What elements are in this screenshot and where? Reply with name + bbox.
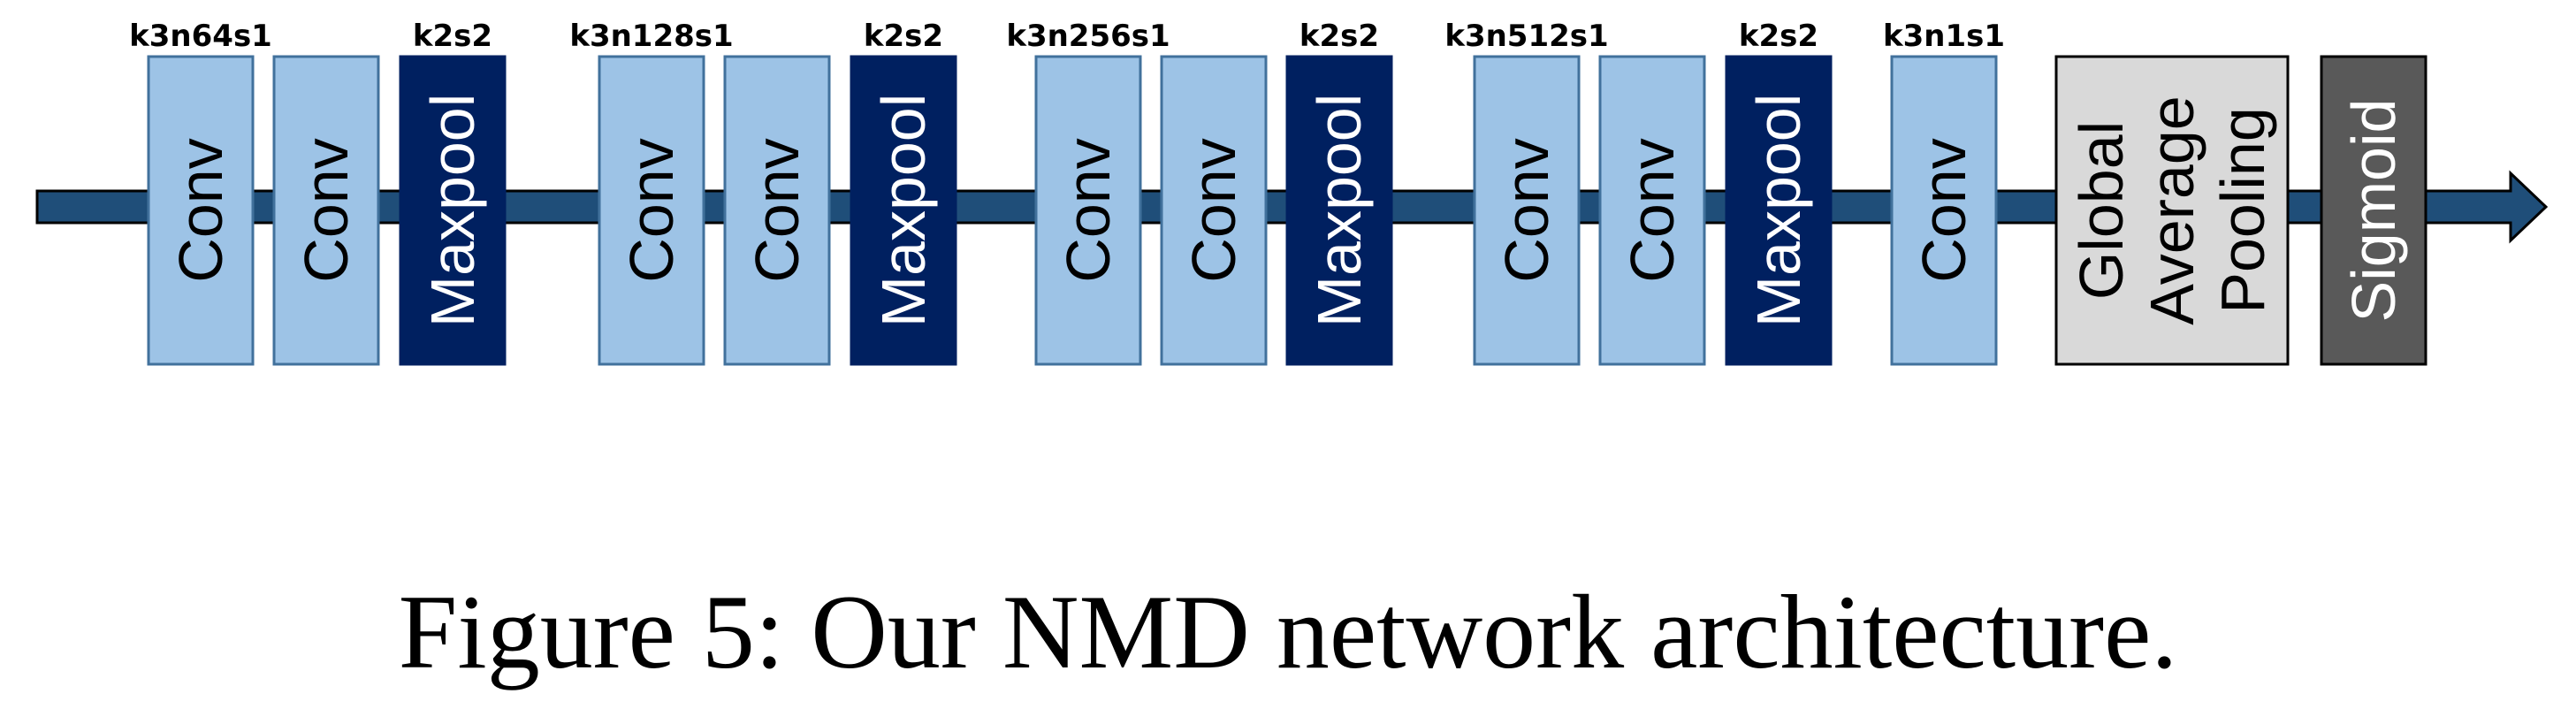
global-average-pooling-block-label: Pooling bbox=[2208, 107, 2277, 314]
conv-block: Conv bbox=[272, 55, 380, 366]
conv-block-label: Conv bbox=[1618, 138, 1687, 282]
maxpool-block-rect bbox=[1725, 55, 1833, 366]
layer-parameter-label: k3n1s1 bbox=[1883, 19, 2005, 54]
conv-block-rect bbox=[723, 55, 831, 366]
conv-block: Conv bbox=[598, 55, 705, 366]
maxpool-block-rect bbox=[850, 55, 957, 366]
figure-caption: Figure 5: Our NMD network architecture. bbox=[398, 573, 2178, 690]
layer-parameter-labels: k3n64s1 k2s2 k3n128s1 k2s2 k3n256s1 k2s2 k3n51… bbox=[129, 19, 2005, 54]
maxpool-block-rect bbox=[399, 55, 507, 366]
conv-block-rect bbox=[1598, 55, 1706, 366]
layer-parameter-label: k3n128s1 bbox=[569, 19, 733, 54]
conv-block-label: Conv bbox=[1179, 138, 1248, 282]
layer-parameter-label: k3n512s1 bbox=[1444, 19, 1608, 54]
maxpool-block-label: Maxpool bbox=[418, 94, 487, 328]
conv-block-label: Conv bbox=[1054, 138, 1123, 282]
conv-block-rect bbox=[598, 55, 705, 366]
conv-block-rect bbox=[1034, 55, 1142, 366]
layer-parameter-label: k2s2 bbox=[413, 19, 492, 54]
conv-block-rect bbox=[272, 55, 380, 366]
sigmoid-block-label: Sigmoid bbox=[2339, 99, 2408, 323]
sigmoid-block: Sigmoid bbox=[2320, 55, 2427, 366]
maxpool-block: Maxpool bbox=[1725, 55, 1833, 366]
maxpool-block-label: Maxpool bbox=[869, 94, 938, 328]
layer-parameter-label: k2s2 bbox=[1299, 19, 1379, 54]
conv-block: Conv bbox=[1598, 55, 1706, 366]
maxpool-block-label: Maxpool bbox=[1305, 94, 1374, 328]
conv-block: Conv bbox=[723, 55, 831, 366]
conv-block: Conv bbox=[1034, 55, 1142, 366]
maxpool-block: Maxpool bbox=[850, 55, 957, 366]
layer-blocks: Conv Conv Maxpool Conv Conv Maxpool Conv Conv Ma… bbox=[147, 55, 2427, 366]
global-average-pooling-block-rect bbox=[2054, 55, 2290, 366]
conv-block-rect bbox=[1890, 55, 1998, 366]
conv-block: Conv bbox=[1890, 55, 1998, 366]
conv-block-rect bbox=[147, 55, 255, 366]
maxpool-block: Maxpool bbox=[1285, 55, 1393, 366]
maxpool-block: Maxpool bbox=[399, 55, 507, 366]
layer-parameter-label: k2s2 bbox=[1739, 19, 1818, 54]
layer-parameter-label: k2s2 bbox=[864, 19, 943, 54]
conv-block-label: Conv bbox=[743, 138, 812, 282]
conv-block: Conv bbox=[147, 55, 255, 366]
conv-block-label: Conv bbox=[1492, 138, 1561, 282]
global-average-pooling-block-label: Global bbox=[2067, 121, 2136, 300]
maxpool-block-label: Maxpool bbox=[1744, 94, 1813, 328]
conv-block-rect bbox=[1160, 55, 1268, 366]
conv-block-label: Conv bbox=[166, 138, 235, 282]
conv-block-label: Conv bbox=[1909, 138, 1978, 282]
conv-block: Conv bbox=[1160, 55, 1268, 366]
conv-block-rect bbox=[1473, 55, 1581, 366]
layer-parameter-label: k3n64s1 bbox=[129, 19, 272, 54]
sigmoid-block-rect bbox=[2320, 55, 2427, 366]
conv-block: Conv bbox=[1473, 55, 1581, 366]
maxpool-block-rect bbox=[1285, 55, 1393, 366]
conv-block-label: Conv bbox=[292, 138, 361, 282]
layer-parameter-label: k3n256s1 bbox=[1006, 19, 1170, 54]
global-average-pooling-block-label: Average bbox=[2138, 95, 2206, 324]
conv-block-label: Conv bbox=[617, 138, 686, 282]
